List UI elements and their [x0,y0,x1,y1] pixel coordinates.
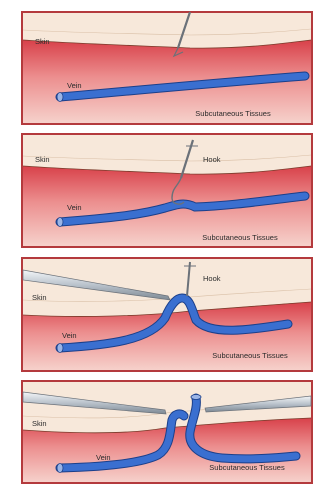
panel-1: Skin Vein Subcutaneous Tissues [22,12,312,124]
panel-3-tool-label: Hook [203,274,221,283]
panel-3-vein-label: Vein [62,331,77,340]
panel-2: Skin Vein Hook Subcutaneous Tissues [22,134,312,247]
panel-4-vein-label: Vein [96,453,111,462]
panel-1-tissue-label: Subcutaneous Tissues [195,109,271,118]
panel-4-skin-label: Skin [32,419,47,428]
panel-1-vein-end [57,93,63,102]
panel-2-vein-end [57,218,63,227]
panel-3-skin-label: Skin [32,293,47,302]
panel-4-tissue-label: Subcutaneous Tissues [209,463,285,472]
panel-4-vein-end [57,464,63,473]
panel-3: Skin Vein Hook Subcutaneous Tissues [22,258,312,371]
panel-4: Skin Vein Subcutaneous Tissues [22,381,312,483]
panel-2-skin-label: Skin [35,155,50,164]
panel-2-vein-label: Vein [67,203,82,212]
panel-2-tool-label: Hook [203,155,221,164]
panel-4-vein-cut-end [191,395,201,400]
panel-1-vein-label: Vein [67,81,82,90]
panel-1-skin-label: Skin [35,37,50,46]
panel-2-tissue-label: Subcutaneous Tissues [202,233,278,242]
panel-3-tissue-label: Subcutaneous Tissues [212,351,288,360]
panel-3-vein-end [57,344,63,353]
